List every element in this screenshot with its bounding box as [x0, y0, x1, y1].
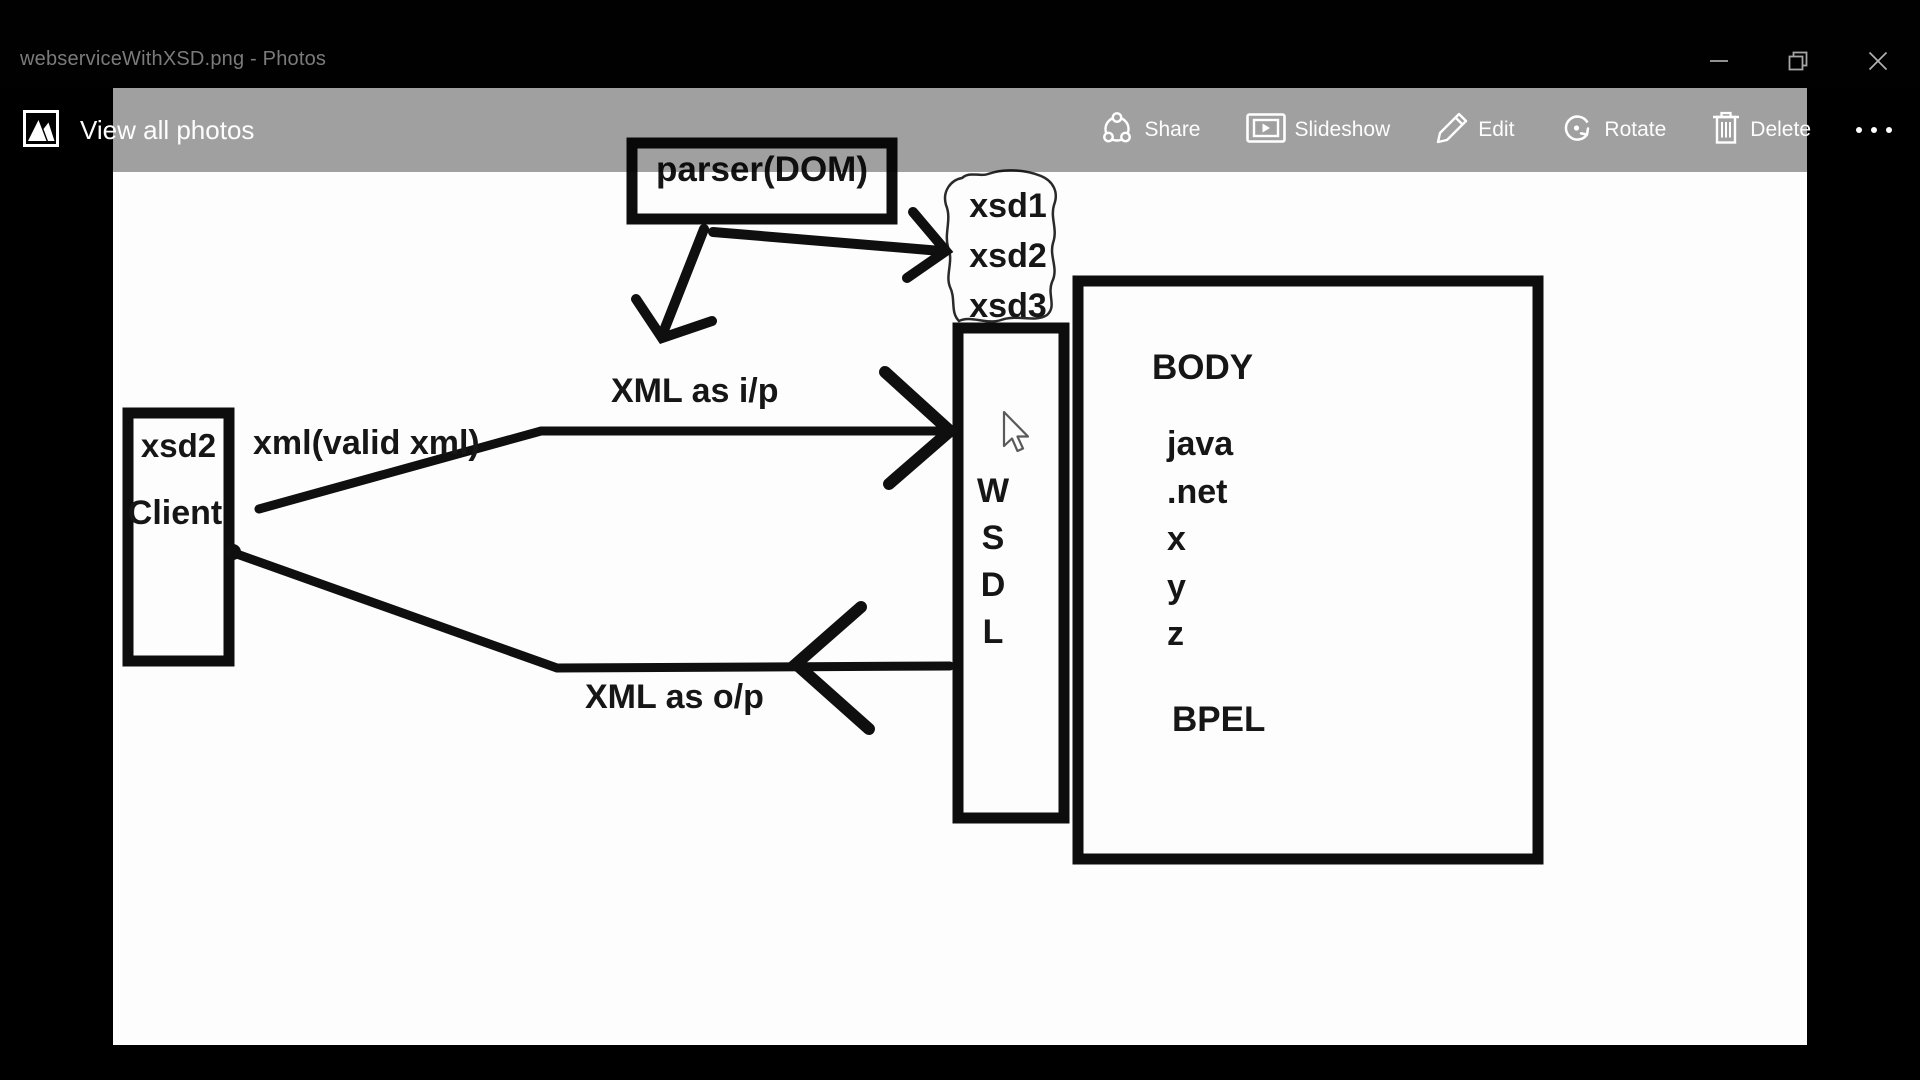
body-box-items: java .net x y z	[1167, 421, 1233, 659]
client-box-xsd2: xsd2	[140, 427, 217, 464]
xsd-cloud-item: xsd3	[969, 287, 1047, 325]
close-icon	[1868, 51, 1888, 71]
delete-icon	[1711, 111, 1741, 150]
rotate-label: Rotate	[1604, 118, 1667, 141]
share-icon	[1099, 110, 1135, 151]
mouse-cursor	[1001, 410, 1035, 461]
window-title: webserviceWithXSD.png - Photos	[20, 48, 327, 70]
slideshow-label: Slideshow	[1294, 118, 1391, 141]
xsd-cloud-list: xsd1 xsd2 xsd3	[958, 181, 1058, 331]
minimize-button[interactable]	[1691, 38, 1747, 84]
body-item: x	[1167, 520, 1186, 558]
wsdl-letter: D	[980, 566, 1006, 604]
view-all-photos-label: View all photos	[80, 114, 255, 145]
wsdl-letter: S	[981, 519, 1005, 557]
slideshow-button[interactable]: Slideshow	[1245, 112, 1391, 148]
client-box-label: Client	[127, 494, 223, 532]
photo-collection-icon	[22, 108, 60, 153]
body-item: java	[1167, 425, 1234, 463]
edit-icon	[1435, 111, 1469, 150]
body-item: .net	[1167, 472, 1228, 511]
rotate-button[interactable]: Rotate	[1559, 110, 1666, 151]
close-button[interactable]	[1850, 38, 1906, 84]
view-all-photos-button[interactable]: View all photos	[0, 88, 254, 172]
delete-label: Delete	[1750, 118, 1811, 141]
minimize-icon	[1709, 51, 1729, 71]
wsdl-letters: W S D L	[958, 468, 1028, 656]
edit-button[interactable]: Edit	[1435, 111, 1514, 150]
more-button[interactable]	[1856, 127, 1892, 133]
photos-toolbar: View all photos Share Sl	[0, 88, 1920, 172]
body-item: z	[1167, 615, 1184, 653]
restore-button[interactable]	[1770, 38, 1826, 84]
share-button[interactable]: Share	[1099, 110, 1201, 151]
title-bar: webserviceWithXSD.png - Photos	[0, 0, 1920, 88]
wsdl-letter: L	[982, 613, 1004, 651]
share-label: Share	[1144, 118, 1201, 141]
slideshow-icon	[1245, 112, 1286, 148]
arrow-label-valid-xml: xml(valid xml)	[253, 424, 480, 462]
body-box-footer: BPEL	[1172, 700, 1266, 739]
wsdl-letter: W	[976, 472, 1010, 510]
arrow-label-xml-input: XML as i/p	[611, 372, 779, 410]
body-box-title: BODY	[1152, 348, 1254, 387]
xsd-cloud-item: xsd2	[969, 237, 1047, 275]
delete-button[interactable]: Delete	[1711, 111, 1811, 150]
edit-label: Edit	[1478, 118, 1515, 141]
arrow-label-xml-output: XML as o/p	[585, 678, 764, 716]
xsd-cloud-item: xsd1	[969, 187, 1047, 225]
restore-icon	[1788, 51, 1808, 71]
more-icon	[1856, 127, 1892, 133]
rotate-icon	[1559, 110, 1595, 151]
body-item: y	[1167, 567, 1186, 606]
